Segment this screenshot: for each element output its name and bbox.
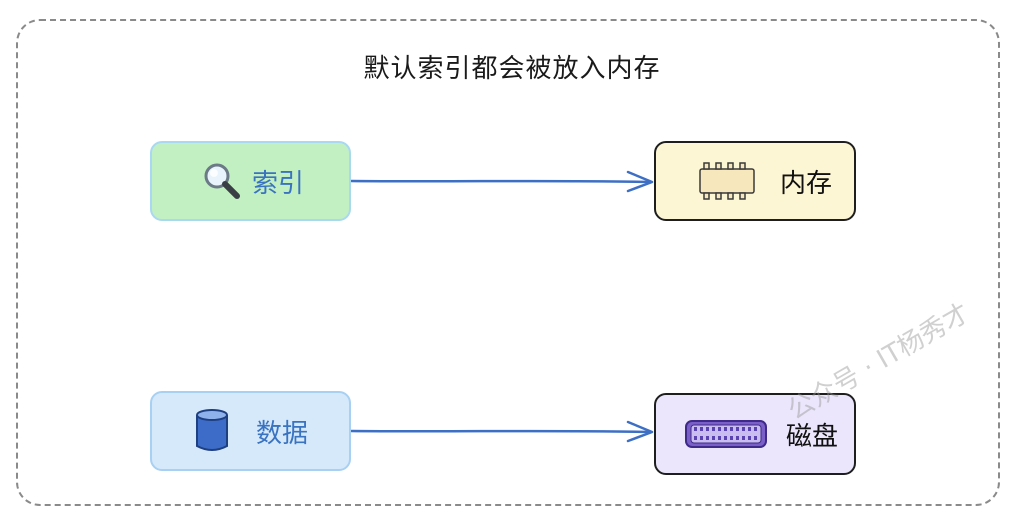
node-data-label: 数据 [256,418,309,449]
memory-chip-icon [696,160,758,202]
diagram-title: 默认索引都会被放入内存 [363,54,661,84]
node-index: 索引 [150,141,351,221]
node-memory-label: 内存 [780,168,833,199]
magnifier-icon [202,161,242,201]
node-disk: 磁盘 [654,393,856,475]
node-disk-label: 磁盘 [786,421,839,452]
disk-connector-icon [684,418,768,450]
node-index-label: 索引 [252,168,305,199]
diagram-frame [16,19,1000,506]
node-data: 数据 [150,391,351,471]
node-memory: 内存 [654,141,856,221]
database-cylinder-icon [194,408,230,454]
